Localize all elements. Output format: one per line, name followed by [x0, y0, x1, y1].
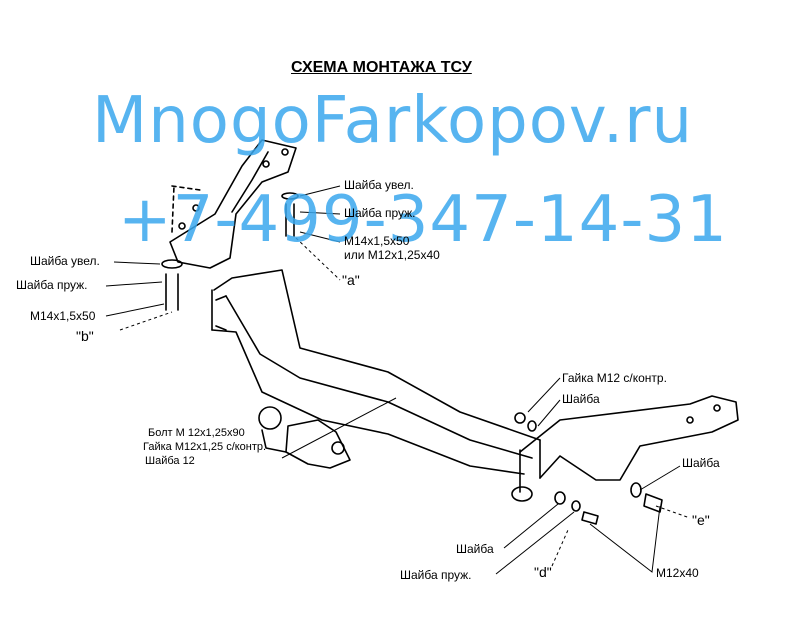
leader-washer-spring-b	[105, 281, 163, 287]
tow-ball-neck	[261, 429, 287, 453]
bolt-d	[581, 511, 599, 525]
right-bracket-hole-1	[713, 404, 721, 412]
spring-washer-d	[571, 500, 581, 512]
label-ball-washer: Шайба 12	[145, 455, 195, 467]
right-bracket-hole-2	[686, 416, 694, 424]
crossbar-mid-edge	[225, 295, 533, 459]
label-washer-e-top: Шайба	[562, 392, 600, 406]
tow-ball	[258, 406, 282, 430]
crossbar-ring	[511, 486, 533, 502]
label-mark-e: "e"	[692, 512, 710, 528]
label-bolt-d: M12x40	[656, 566, 699, 580]
label-bolt-b: M14x1,5x50	[30, 309, 96, 323]
label-ball-bolt: Болт М 12x1,25x90	[148, 427, 245, 439]
washer-e	[527, 420, 537, 432]
crossbar-end-right	[519, 439, 541, 493]
label-washer-spring-right: Шайба пруж.	[344, 206, 416, 220]
leader-bolt-b	[105, 303, 165, 317]
label-washer-e-right: Шайба	[682, 456, 720, 470]
washer-large-b	[161, 259, 183, 269]
label-ball-nut: Гайка М12x1,25 с/контр.	[143, 441, 267, 453]
leader-mark-d	[551, 529, 569, 567]
label-bolt-a-line2: или M12x1,25x40	[344, 248, 440, 262]
label-washer-d: Шайба	[456, 542, 494, 556]
label-washer-large-right: Шайба увел.	[344, 178, 414, 192]
bracket-hidden-line	[171, 185, 201, 233]
washer-e-right	[630, 482, 642, 498]
label-mark-d: "d"	[534, 564, 552, 580]
label-mark-a: "a"	[342, 272, 360, 288]
bracket-hole-4	[178, 222, 186, 230]
watermark-phone: +7-499-347-14-31	[118, 183, 728, 257]
leader-nut-e	[527, 377, 561, 413]
leader-washer-large-b	[113, 261, 161, 265]
left-bracket-inner	[231, 151, 269, 213]
leader-bolt-a	[299, 231, 341, 243]
left-mounting-bracket	[169, 139, 297, 269]
leader-washer-spring-a	[299, 211, 341, 215]
leader-mark-a	[295, 237, 341, 281]
crossbar-bottom-edge	[211, 329, 525, 475]
crossbar-end-left	[211, 289, 227, 331]
leader-washer-e-right	[639, 465, 681, 491]
right-mounting-bracket	[519, 395, 739, 481]
nut-e	[514, 412, 526, 424]
bracket-hole-1	[281, 148, 289, 156]
leader-mark-e	[655, 505, 691, 519]
label-washer-large-left: Шайба увел.	[30, 254, 100, 268]
leader-mark-b	[119, 311, 173, 331]
bolt-a	[285, 203, 295, 237]
leader-washer-d	[503, 503, 559, 549]
bolt-e	[643, 493, 663, 513]
leader-bolt-d	[589, 505, 661, 573]
bolt-b	[165, 273, 179, 311]
washer-d	[554, 491, 566, 505]
leader-washer-e	[537, 399, 561, 427]
bracket-hole-2	[262, 160, 270, 168]
watermark-site: MnogoFarkopov.ru	[92, 84, 694, 158]
label-bolt-a-line1: M14x1,5x50	[344, 234, 410, 248]
label-washer-spring-d: Шайба пруж.	[400, 568, 472, 582]
leader-ball-group	[281, 397, 397, 459]
page-title: СХЕМА МОНТАЖА ТСУ	[291, 59, 472, 76]
leader-washer-large-a	[299, 185, 341, 197]
bracket-hole-3	[192, 204, 200, 212]
label-nut-e: Гайка М12 с/контр.	[562, 371, 667, 385]
washer-large-a	[281, 192, 299, 200]
label-mark-b: "b"	[76, 328, 94, 344]
leader-washer-spring-d	[495, 511, 575, 575]
label-washer-spring-left: Шайба пруж.	[16, 278, 88, 292]
ball-nut	[331, 441, 345, 455]
crossbar-top-edge	[213, 269, 541, 441]
